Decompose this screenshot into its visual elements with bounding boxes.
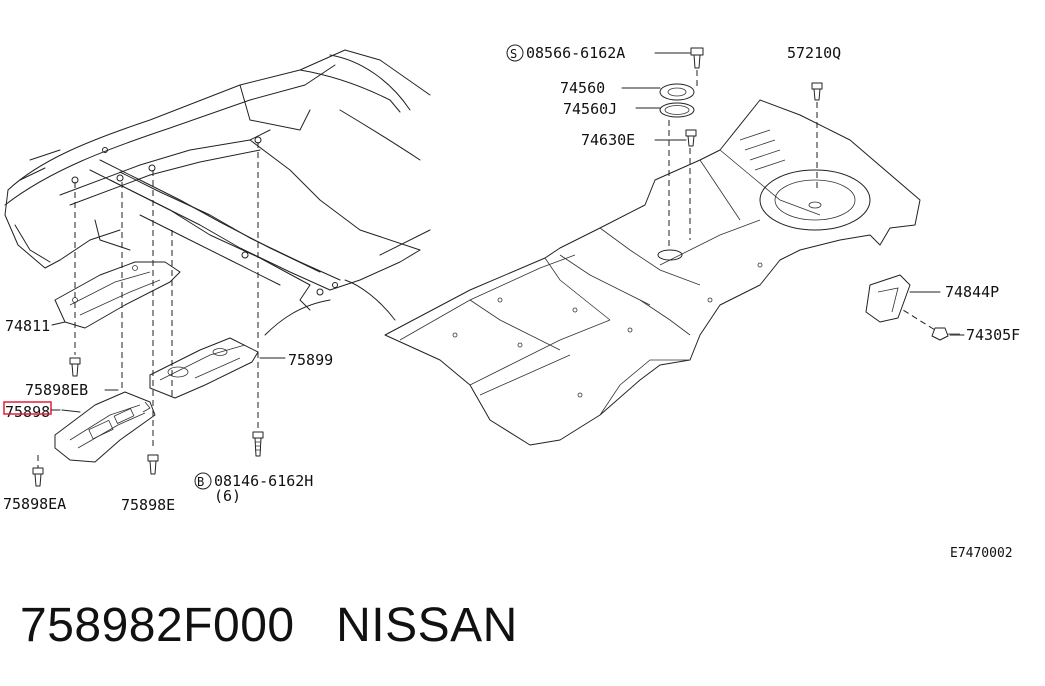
screw-mark-circle [506, 44, 524, 62]
mark-S: S [510, 47, 517, 61]
label-74630E[interactable]: 74630E [581, 131, 635, 149]
cover-75899 [149, 337, 259, 399]
clip-74305F [931, 327, 960, 341]
floor-panel [384, 99, 921, 446]
part-labels: 74811 75898EB 75898 75898EA 75898E 75899… [3, 44, 1020, 561]
caption-brand: NISSAN [336, 599, 518, 652]
mark-B: B [197, 475, 204, 489]
highlight-box [3, 401, 52, 415]
label-75898EA[interactable]: 75898EA [3, 495, 66, 513]
label-74844P[interactable]: 74844P [945, 283, 999, 301]
bolt-icon [685, 129, 697, 147]
rear-body-underside [4, 49, 431, 336]
label-08146-6162H[interactable]: 08146-6162H [214, 472, 313, 490]
label-74560[interactable]: 74560 [560, 79, 605, 97]
bracket-74844P [865, 274, 911, 323]
label-57210Q[interactable]: 57210Q [787, 44, 841, 62]
label-74560J[interactable]: 74560J [563, 100, 617, 118]
hole-cap-parts [659, 47, 823, 147]
bolt-icon [811, 82, 823, 101]
label-75898E[interactable]: 75898E [121, 496, 175, 514]
undercover-75898 [54, 391, 156, 463]
bolt-icon [690, 47, 704, 69]
label-75899[interactable]: 75899 [288, 351, 333, 369]
diagram-code: E7470002 [950, 546, 1013, 561]
label-leaders-right [621, 52, 965, 336]
label-74305F[interactable]: 74305F [966, 326, 1020, 344]
leader-lines-left [37, 142, 259, 472]
label-leaders-left [51, 321, 286, 413]
label-08146-qty: (6) [214, 487, 241, 505]
leader-lines-right [668, 70, 936, 331]
part-caption: 758982F000 NISSAN [20, 598, 518, 653]
caption-part-number: 758982F000 [20, 599, 295, 652]
label-75898EB[interactable]: 75898EB [25, 381, 88, 399]
bolt-icon [147, 454, 159, 475]
bolt-icon [32, 467, 44, 487]
label-08566-6162A[interactable]: 08566-6162A [526, 44, 625, 62]
bolt-icon [69, 357, 81, 377]
bolt-icon [252, 431, 264, 457]
shield-74811 [54, 261, 181, 329]
label-75898[interactable]: 75898 [5, 403, 50, 421]
label-74811[interactable]: 74811 [5, 317, 50, 335]
bolt-mark-circle [194, 472, 212, 490]
fastener-icons-left [32, 357, 264, 487]
